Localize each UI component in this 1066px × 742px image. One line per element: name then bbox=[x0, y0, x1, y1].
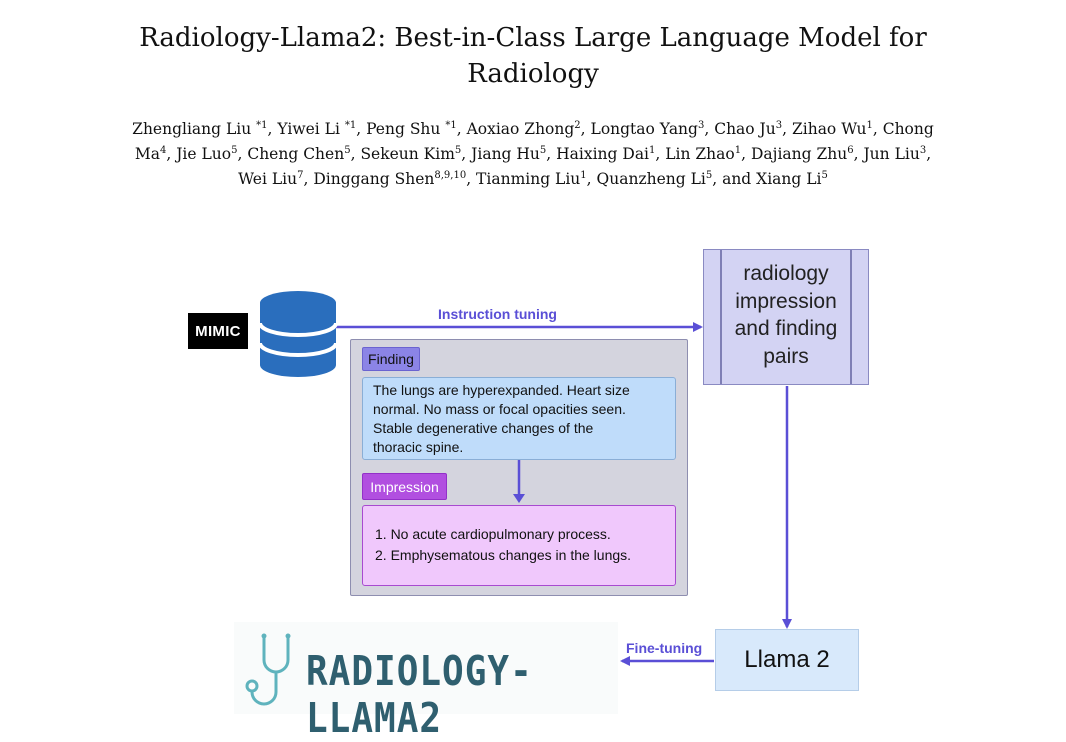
author-name: Sekeun Kim bbox=[360, 145, 455, 163]
author: Longtao Yang3, bbox=[590, 119, 715, 138]
author: Sekeun Kim5, bbox=[360, 144, 472, 163]
author-affiliation: 5 bbox=[705, 169, 713, 181]
author-name: Zhengliang Liu bbox=[132, 120, 252, 138]
pairs-box-right-bar bbox=[850, 250, 852, 384]
author-affiliation: 7 bbox=[297, 169, 304, 181]
author-affiliation: 5 bbox=[539, 144, 547, 156]
author: Jie Luo5, bbox=[176, 144, 248, 163]
author: Zhengliang Liu *1, bbox=[132, 119, 278, 138]
author: Zihao Wu1, bbox=[791, 119, 883, 138]
author-name: Dajiang Zhu bbox=[750, 145, 848, 163]
pairs-box-left-bar bbox=[720, 250, 722, 384]
author-affiliation: 1 bbox=[734, 144, 742, 156]
impression-text-box: 1. No acute cardiopulmonary process. 2. … bbox=[362, 505, 676, 586]
author-name: Longtao Yang bbox=[590, 120, 698, 138]
radiology-llama2-logo: RADIOLOGY-LLAMA2 bbox=[234, 622, 618, 742]
author-affiliation: 1 bbox=[649, 144, 656, 156]
instruction-tuning-label: Instruction tuning bbox=[438, 306, 557, 322]
pairs-line: and finding bbox=[734, 317, 838, 340]
pairs-line: radiology bbox=[743, 262, 829, 285]
title-line-1: Radiology-Llama2: Best-in-Class Large La… bbox=[139, 23, 927, 53]
author-name: Xiang Li bbox=[756, 170, 822, 188]
author-affiliation: 8,9,10 bbox=[434, 169, 467, 181]
author-name: Wei Liu bbox=[238, 170, 298, 188]
finding-tag: Finding bbox=[362, 347, 420, 371]
author-name: Tianming Liu bbox=[476, 170, 581, 188]
author-name: Yiwei Li bbox=[277, 120, 340, 138]
author-name: Quanzheng Li bbox=[596, 170, 706, 188]
author-affiliation: *1 bbox=[344, 119, 357, 131]
author-affiliation: 1 bbox=[580, 169, 587, 181]
author-affiliation: 2 bbox=[574, 119, 581, 131]
paper-title: Radiology-Llama2: Best-in-Class Large La… bbox=[80, 20, 986, 92]
author: Chong Ma4, bbox=[134, 120, 934, 163]
author-name: Dinggang Shen bbox=[313, 170, 435, 188]
author-affiliation: 3 bbox=[775, 119, 783, 131]
author-affiliation: *1 bbox=[445, 119, 457, 131]
author: Peng Shu *1, bbox=[366, 119, 467, 138]
author: Cheng Chen5, bbox=[247, 144, 361, 163]
finding-line: The lungs are hyperexpanded. Heart size bbox=[373, 382, 630, 398]
author: Haixing Dai1, bbox=[556, 144, 666, 163]
author: Lin Zhao1, bbox=[665, 144, 751, 163]
author-name: Cheng Chen bbox=[247, 145, 345, 163]
pairs-line: pairs bbox=[763, 344, 809, 368]
radiology-llama2-logo-text: RADIOLOGY-LLAMA2 bbox=[306, 648, 533, 742]
author-name: Aoxiao Zhong bbox=[466, 120, 575, 138]
author-name: Jiang Hu bbox=[471, 145, 540, 163]
stethoscope-icon bbox=[245, 633, 291, 706]
author-affiliation: 6 bbox=[847, 144, 854, 156]
impression-line: 2. Emphysematous changes in the lungs. bbox=[375, 547, 632, 563]
author-affiliation: 5 bbox=[454, 144, 462, 156]
pairs-text: radiology impression and finding pairs bbox=[722, 260, 850, 370]
author-affiliation: *1 bbox=[256, 119, 268, 131]
author-affiliation: 3 bbox=[697, 119, 705, 131]
author: Dajiang Zhu6, bbox=[750, 144, 864, 163]
author-affiliation: 5 bbox=[821, 169, 828, 181]
impression-line: 1. No acute cardiopulmonary process. bbox=[375, 526, 611, 542]
author: Wei Liu7, bbox=[238, 169, 314, 188]
finding-text-box: The lungs are hyperexpanded. Heart size … bbox=[362, 377, 676, 460]
author-affiliation: 3 bbox=[919, 144, 927, 156]
author-name: Chong Ma bbox=[134, 120, 934, 163]
title-line-2: Radiology bbox=[467, 59, 599, 89]
llama2-box: Llama 2 bbox=[715, 629, 859, 691]
author: Quanzheng Li5, and bbox=[596, 169, 757, 188]
author: Aoxiao Zhong2, bbox=[466, 119, 591, 138]
author-affiliation: 1 bbox=[866, 119, 873, 131]
author: Tianming Liu1, bbox=[476, 169, 597, 188]
author-affiliation: 5 bbox=[344, 144, 351, 156]
author-name: Haixing Dai bbox=[556, 145, 650, 163]
author-name: Jie Luo bbox=[176, 145, 232, 163]
author-affiliation: 5 bbox=[231, 144, 238, 156]
pairs-box: radiology impression and finding pairs bbox=[703, 249, 869, 385]
fine-tuning-label: Fine-tuning bbox=[626, 640, 703, 656]
finding-line: normal. No mass or focal opacities seen. bbox=[373, 401, 626, 417]
impression-tag: Impression bbox=[362, 473, 447, 500]
mimic-logo: MIMIC bbox=[188, 313, 248, 349]
author: Chao Ju3, bbox=[714, 119, 792, 138]
pairs-line: impression bbox=[735, 289, 837, 313]
finding-to-impression-arrow bbox=[513, 460, 525, 503]
author: Xiang Li5 bbox=[756, 170, 828, 188]
author-name: Lin Zhao bbox=[665, 145, 735, 163]
database-icon bbox=[258, 291, 338, 377]
author-name: Jun Liu bbox=[863, 145, 920, 163]
author-name: Peng Shu bbox=[366, 120, 441, 138]
author: Dinggang Shen8,9,10, bbox=[313, 169, 477, 188]
author-name: Zihao Wu bbox=[791, 120, 867, 138]
author-list: Zhengliang Liu *1, Yiwei Li *1, Peng Shu… bbox=[120, 117, 946, 192]
author: Jiang Hu5, bbox=[471, 144, 557, 163]
author-name: Chao Ju bbox=[714, 120, 776, 138]
finding-line: thoracic spine. bbox=[373, 439, 464, 455]
author: Yiwei Li *1, bbox=[277, 119, 367, 138]
author: Jun Liu3, bbox=[863, 144, 932, 163]
author-affiliation: 4 bbox=[159, 144, 167, 156]
finding-line: Stable degenerative changes of the bbox=[373, 420, 594, 436]
